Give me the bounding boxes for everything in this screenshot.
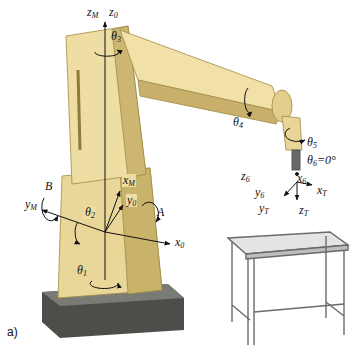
label-subscript: M xyxy=(128,179,135,188)
label-subscript: 6 xyxy=(313,159,317,168)
label-base: z xyxy=(87,5,92,19)
label-base: y xyxy=(255,185,260,199)
axis-label: xM xyxy=(122,174,136,187)
label-base: θ xyxy=(85,205,91,219)
label-base: θ xyxy=(307,153,313,167)
label-base: θ xyxy=(77,263,83,277)
label-subscript: 3 xyxy=(117,35,121,44)
joint-angle-label: θ5 xyxy=(306,136,318,149)
axis-label: z0 xyxy=(108,6,119,19)
axis-label: zT xyxy=(298,204,309,217)
coordinate-axes-part xyxy=(105,22,106,280)
tool-frame-part xyxy=(284,182,297,196)
label-subscript: 5 xyxy=(313,141,317,150)
label-subscript: 6 xyxy=(302,177,306,186)
coordinate-axes-part xyxy=(105,191,120,232)
label-subscript: 0 xyxy=(114,11,118,20)
axis-label: zM xyxy=(86,6,99,19)
rotation-arrows-part xyxy=(285,128,305,142)
label-subscript: 6 xyxy=(246,175,250,184)
label-base: θ xyxy=(233,115,239,129)
axis-label: x0 xyxy=(174,236,185,249)
rotation-arrows-part xyxy=(142,202,158,222)
table-part xyxy=(343,250,344,335)
robot-body-part xyxy=(120,168,162,294)
label-subscript: T xyxy=(322,189,326,198)
axis-label: yM xyxy=(24,198,38,211)
label-base: y xyxy=(259,201,264,215)
table xyxy=(228,232,348,345)
label-subscript: 4 xyxy=(239,121,243,130)
label-base: θ xyxy=(307,135,313,149)
axis-label: yT xyxy=(258,202,270,215)
label-subscript: 0 xyxy=(180,241,184,250)
label-subscript: M xyxy=(30,203,37,212)
axis-label: xT xyxy=(316,184,328,197)
table-part xyxy=(231,242,232,322)
robot-body-part xyxy=(138,80,282,124)
label-subscript: M xyxy=(92,11,99,20)
joint-angle-label: θ4 xyxy=(232,116,244,129)
joint-angle-label: θ2 xyxy=(84,206,96,219)
rotation-arrows-part xyxy=(42,198,58,221)
rotation-label: A xyxy=(156,206,165,219)
rotation-arrows-part xyxy=(90,281,118,289)
rotation-arrows xyxy=(42,50,305,289)
label-rest: =0° xyxy=(317,153,336,167)
label-subscript: 0 xyxy=(132,199,136,208)
robot-body xyxy=(58,26,302,298)
label-base: x xyxy=(175,235,180,249)
rotation-arrows-part xyxy=(245,88,252,113)
table-part xyxy=(326,302,344,316)
table-part xyxy=(232,305,250,320)
rotation-arrows-part xyxy=(95,50,119,56)
joint-angle-label: θ3 xyxy=(110,30,122,43)
label-subscript: T xyxy=(304,209,308,218)
label-subscript: 1 xyxy=(83,269,87,278)
figure-tag: a) xyxy=(6,326,19,339)
rotation-label: B xyxy=(44,180,53,193)
label-base: z xyxy=(109,5,114,19)
coordinate-axes-part xyxy=(105,232,170,244)
label-subscript: 6 xyxy=(260,191,264,200)
label-base: y xyxy=(127,193,132,207)
label-base: x xyxy=(297,171,302,185)
axis-label: z6 xyxy=(240,170,251,183)
table-part xyxy=(253,259,254,345)
rotation-arrows-part xyxy=(75,222,80,244)
label-base: y xyxy=(25,197,30,211)
table-part xyxy=(246,245,348,259)
label-base: z xyxy=(299,203,304,217)
coordinate-axes xyxy=(42,22,170,280)
joint-angle-label: θ1 xyxy=(76,264,88,277)
label-base: x xyxy=(317,183,322,197)
axis-label: x6 xyxy=(296,172,307,185)
joint-angle-label: θ6=0° xyxy=(306,154,337,167)
axis-label: y6 xyxy=(254,186,265,199)
label-subscript: 2 xyxy=(91,211,95,220)
axis-label: y0 xyxy=(126,194,137,207)
robot-body-part xyxy=(292,150,300,170)
label-base: x xyxy=(123,173,128,187)
robot-body-part xyxy=(78,70,80,150)
table-part xyxy=(247,259,248,345)
label-base: θ xyxy=(111,29,117,43)
label-subscript: T xyxy=(264,207,268,216)
label-base: z xyxy=(241,169,246,183)
coordinate-axes-part xyxy=(105,205,123,232)
